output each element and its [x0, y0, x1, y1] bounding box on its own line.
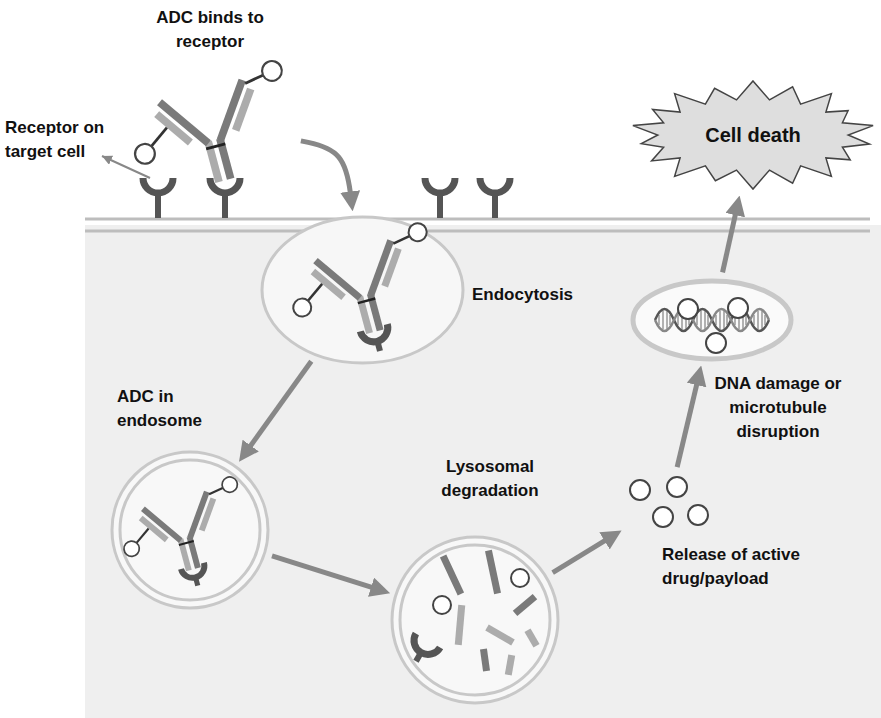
- node-shape: [390, 535, 560, 705]
- payload-molecules: [630, 477, 708, 527]
- process-arrow: [272, 556, 381, 590]
- node-label: DNA damage or microtubule disruption: [713, 372, 843, 444]
- receptor-symbol: [404, 633, 440, 668]
- node-label: ADC in endosome: [117, 385, 217, 433]
- organelle-outer-ring: [392, 537, 558, 703]
- adc-group: ADC binds to receptor: [140, 62, 295, 185]
- node-shape: [110, 450, 270, 610]
- node-label: Lysosomal degradation: [425, 455, 555, 503]
- endosome: ADC in endosome: [110, 450, 270, 610]
- lysosome: Lysosomal degradation: [390, 535, 560, 705]
- organelle-inner-ring: [120, 460, 260, 600]
- process-arrow: [301, 141, 352, 202]
- node-shape: [630, 278, 794, 362]
- process-arrow: [245, 361, 311, 453]
- antibody-fragments: [433, 550, 540, 676]
- antibody-drug-conjugate: [267, 207, 452, 353]
- node-shape: [260, 215, 465, 365]
- receptor-symbol: [425, 178, 455, 218]
- receptor-symbol: [210, 178, 240, 218]
- node-label: ADC binds to receptor: [145, 6, 275, 54]
- nucleus: DNA damage or microtubule disruption: [630, 278, 794, 362]
- dna-helix: [655, 298, 769, 353]
- receptor-symbol: [143, 178, 173, 218]
- organelle-inner-ring: [400, 545, 550, 695]
- cell-death-burst: Cell death: [628, 78, 878, 192]
- receptor-symbol: [480, 178, 510, 218]
- membrane-line: [85, 230, 870, 233]
- antibody-drug-conjugate: [106, 44, 309, 204]
- vesicle-outline: [262, 217, 463, 363]
- organelle-outer-ring: [112, 452, 268, 608]
- receptor-symbol: [360, 324, 393, 354]
- payload-cluster: Release of active drug/payload: [625, 473, 713, 530]
- node-label: Endocytosis: [472, 283, 602, 307]
- node-label: Release of active drug/payload: [662, 543, 832, 591]
- process-arrow: [677, 375, 699, 467]
- leader-arrow: [102, 156, 150, 178]
- endocytic-vesicle: Endocytosis: [260, 215, 465, 365]
- antibody-drug-conjugate: [102, 464, 259, 588]
- node-label: Cell death: [628, 121, 878, 149]
- callout-label: Receptor on target cell: [5, 116, 120, 164]
- receptor-symbol: [181, 563, 209, 589]
- membrane-line: [85, 218, 870, 221]
- cell-interior: [85, 225, 881, 718]
- process-arrow: [723, 205, 738, 272]
- nucleus-outline: [633, 281, 791, 359]
- process-arrow: [553, 536, 613, 573]
